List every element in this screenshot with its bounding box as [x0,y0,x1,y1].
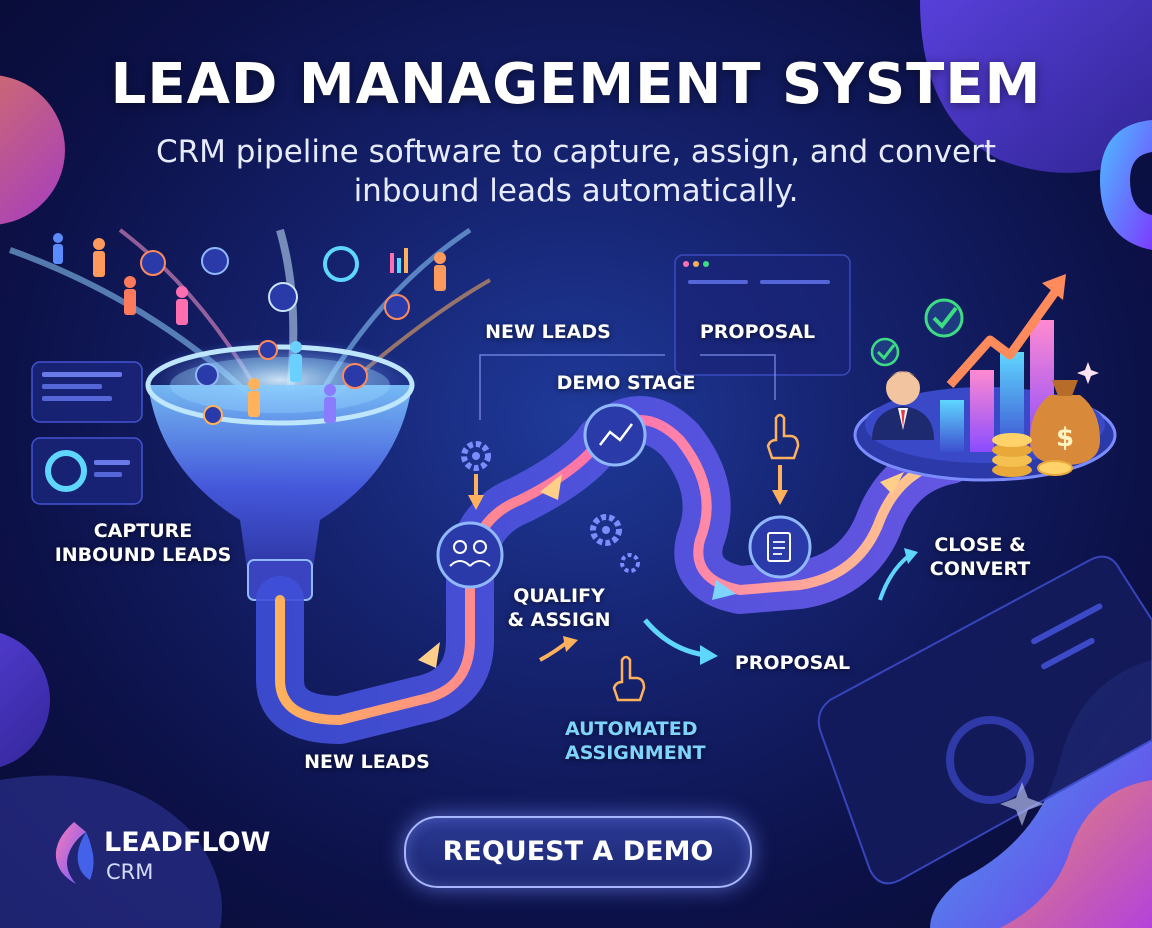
brand-name: LEADFLOW [104,827,271,858]
page-subtitle: CRM pipeline software to capture, assign… [155,134,997,209]
label-close-line2: CONVERT [929,558,1031,580]
arrow-up-icon [946,282,1064,388]
label-qualify-line1: QUALIFY [513,585,605,607]
label-new-leads-top: NEW LEADS [485,321,611,343]
gear-icon [590,514,640,573]
hand-pointer-icon [612,655,646,702]
people-icon [436,521,504,589]
bar-icon [970,370,994,452]
label-capture: CAPTURE INBOUND LEADS [52,519,234,567]
request-demo-button[interactable]: REQUEST A DEMO [404,816,752,888]
chart-icon [583,403,647,467]
label-proposal-mid: PROPOSAL [734,652,851,674]
corner-ring [1100,120,1152,250]
sparkle-icon [1077,362,1099,384]
sparkle-icon [1000,782,1044,826]
label-close-line1: CLOSE & [934,534,1026,556]
arrow-up-icon [880,472,904,494]
arrow-icon [643,618,706,658]
arrow-up-icon [540,474,562,500]
label-automated-line2: ASSIGNMENT [565,742,706,764]
corner-blob [0,75,65,225]
avatar-bubbles [140,246,410,425]
label-proposal-top: PROPOSAL [699,321,816,343]
arrow-icon [712,580,736,600]
funnel-icon [140,338,420,601]
label-new-leads-bottom: NEW LEADS [304,751,430,773]
label-automated-line1: AUTOMATED [565,718,698,740]
leadflow-logo-icon [55,822,94,884]
hand-pointer-icon [766,413,800,460]
check-icon [870,337,900,367]
svg-text:$: $ [1056,423,1074,453]
coins-icon [992,433,1073,477]
businessman-icon [872,371,934,440]
dashboard-panel [674,254,851,376]
label-demo-stage: DEMO STAGE [556,372,696,394]
donut-icon [45,450,87,492]
corner-blob [1000,780,1152,928]
page-title: LEAD MANAGEMENT SYSTEM [110,52,1042,117]
money-bag-icon: $ [1030,380,1100,465]
check-icon [924,298,964,338]
corner-blob [0,632,50,768]
corner-blob [0,775,222,928]
corner-blob [920,0,1152,173]
bar-icon [940,400,964,452]
label-qualify-assign: QUALIFY & ASSIGN [505,584,613,632]
arrow-up-icon [418,642,440,668]
label-capture-line1: CAPTURE [93,520,193,542]
gear-icon [461,441,491,471]
label-automated-assignment: AUTOMATED ASSIGNMENT [565,717,706,765]
dashboard-panel [31,361,143,423]
brand-subtitle: CRM [106,860,154,884]
label-close-convert: CLOSE & CONVERT [925,533,1035,581]
label-qualify-line2: & ASSIGN [507,609,611,631]
people-figures [53,233,446,423]
label-capture-line2: INBOUND LEADS [54,544,232,566]
document-icon [748,515,812,579]
